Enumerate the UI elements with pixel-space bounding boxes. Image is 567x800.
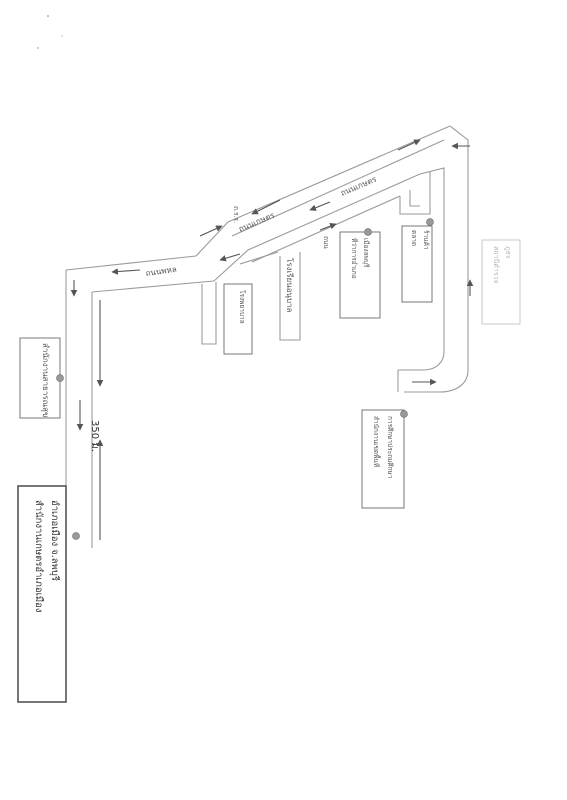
road-right-vertical-right-edge (398, 167, 445, 371)
road-small-loop-inner (409, 190, 420, 207)
center-left-label: โรงพยาบาล (238, 290, 246, 324)
road-inner-upper (231, 139, 445, 237)
arrow-diag-top (397, 139, 421, 151)
lower-right-line1: สำนักงานเขตพื้นที่ (372, 416, 381, 467)
place-left-building[interactable]: สำนักงานสาธารณสุข (19, 337, 64, 419)
road-inner-lower (251, 195, 401, 263)
center-label: โรงเรียนอนุบาล (285, 258, 295, 313)
place-right[interactable]: ตลาด ร้านค้า (401, 218, 434, 303)
place-center-right[interactable]: ที่ว่าการอำเภอ เมืองลพบุรี (339, 228, 381, 319)
arrow-left-lower (111, 268, 141, 275)
road-label-lower: ถนนพหล (145, 265, 177, 278)
place-far-right[interactable]: สถานีตำรวจ ภูธร (481, 239, 521, 325)
place-lower-right[interactable]: สำนักงานเขตพื้นที่ การศึกษาประถมศึกษา (361, 409, 408, 509)
road-horizontal-lower-bottom-edge (91, 280, 215, 293)
far-right-line1: สถานีตำรวจ (492, 246, 500, 284)
center-right-line2: เมืองลพบุรี (362, 238, 370, 268)
road-label-top-small: ถ.ร.ร. (232, 206, 240, 223)
road-stub-center (279, 252, 301, 341)
location-pin-icon (364, 228, 372, 236)
road-label-diagonal-lower: ถนนเกษตร (339, 174, 378, 197)
location-pin-icon (400, 410, 408, 418)
scan-specks (37, 15, 63, 49)
main-office-line1: สำนักงานเกษตรอำเภอเมือง (33, 500, 44, 613)
road-label-small-right: ถนน (322, 236, 330, 249)
place-main-office[interactable]: สำนักงานเกษตรอำเภอเมือง อำเภอเมือง จ.ลพบ… (17, 485, 80, 703)
road-right-vertical-left-edge (404, 125, 469, 393)
road-diagonal-bottom-edge (213, 173, 421, 282)
distance-label: 350 ม. (89, 420, 100, 452)
place-center-left[interactable]: โรงพยาบาล (223, 283, 253, 355)
road-network (65, 125, 469, 548)
arrow-diag-up-left (199, 225, 223, 237)
far-right-line2: ภูธร (504, 246, 512, 259)
main-office-line2: อำเภอเมือง จ.ลพบุรี (49, 500, 61, 581)
direction-arrows (70, 139, 474, 540)
center-right-line1: ที่ว่าการอำเภอ (350, 238, 359, 279)
road-label-diagonal-upper: ถนนเกษตร (237, 210, 276, 233)
left-building-label: สำนักงานสาธารณสุข (41, 343, 50, 417)
arrow-diag-lower-left (219, 253, 241, 262)
right-line2: ร้านค้า (422, 230, 430, 250)
road-small-loop (399, 172, 431, 215)
road-stub-left (201, 282, 217, 345)
lower-right-line2: การศึกษาประถมศึกษา (386, 416, 394, 479)
place-center[interactable]: โรงเรียนอนุบาล (285, 258, 295, 313)
arrow-diag-mid-right (319, 222, 337, 231)
arrow-diag-mid (309, 201, 331, 211)
location-pin-icon (56, 374, 64, 382)
arrow-diag-upper (251, 199, 281, 215)
road-horizontal-lower-top-edge (65, 255, 197, 271)
road-diagonal-top-edge (195, 125, 451, 257)
location-pin-icon (72, 532, 80, 540)
right-line1: ตลาด (410, 230, 418, 246)
road-stub-mid (239, 251, 279, 265)
location-pin-icon (426, 218, 434, 226)
